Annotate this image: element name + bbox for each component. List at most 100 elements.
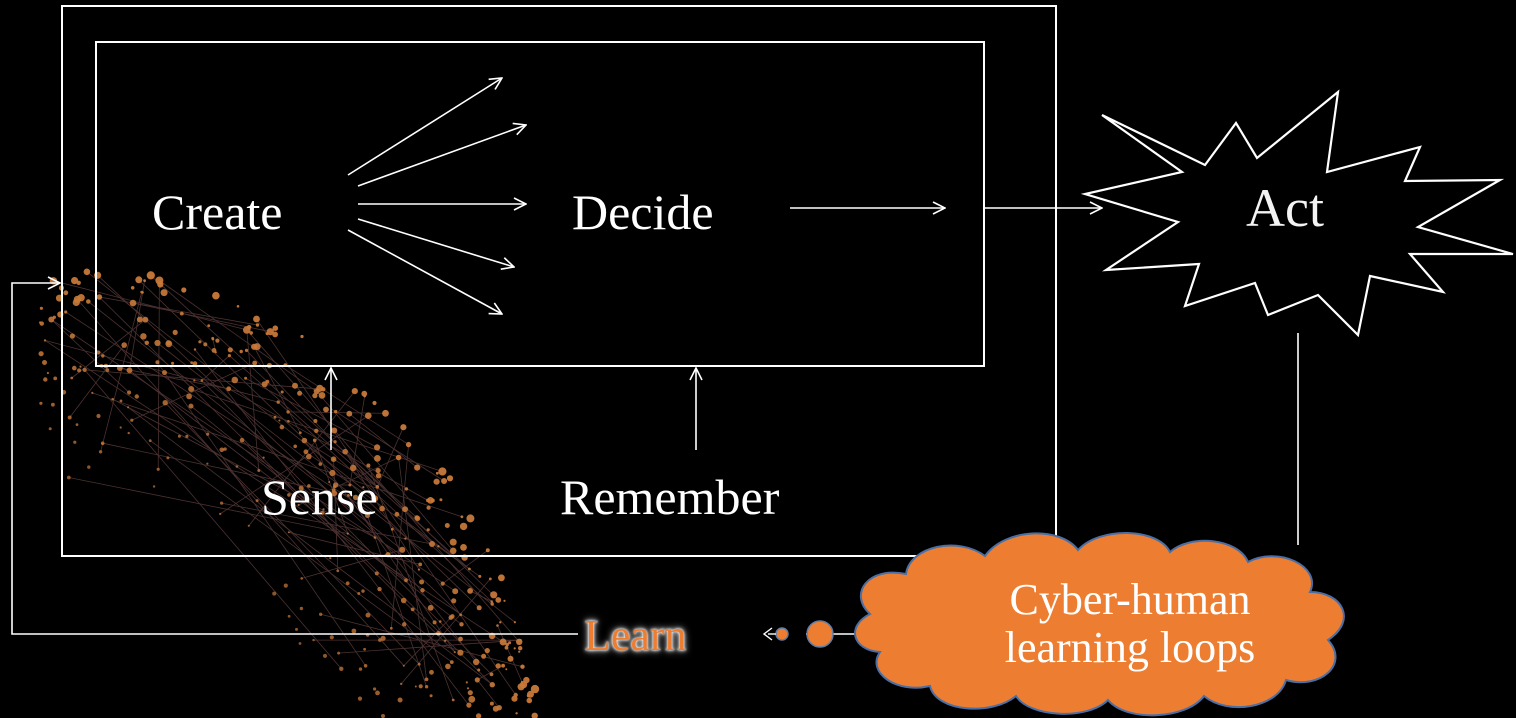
learn-loop-line	[11, 283, 578, 635]
globe-dot	[244, 348, 249, 352]
globe-dot	[142, 316, 149, 323]
globe-dot	[523, 676, 530, 684]
learn-label: Learn	[584, 611, 687, 660]
globe-dot	[226, 386, 232, 392]
globe-dot	[351, 388, 358, 395]
globe-dot	[389, 626, 393, 630]
globe-dot	[119, 399, 123, 403]
globe-dot	[402, 664, 405, 667]
globe-dot	[477, 668, 481, 672]
globe-dot	[414, 464, 421, 471]
globe-link	[53, 280, 247, 331]
globe-link	[44, 340, 504, 643]
globe-link	[100, 292, 143, 452]
globe-dot	[495, 663, 501, 669]
globe-dot	[400, 597, 407, 604]
globe-dot	[492, 705, 499, 712]
globe-dot	[426, 528, 430, 532]
globe-dot	[298, 485, 304, 491]
globe-dot	[365, 412, 372, 420]
act-starburst	[1080, 89, 1514, 338]
globe-dot	[280, 390, 284, 394]
globe-dot	[400, 682, 403, 686]
globe-dot	[198, 340, 202, 344]
globe-dot	[375, 690, 380, 696]
globe-dot	[215, 338, 220, 343]
globe-dot	[206, 462, 209, 465]
globe-dot	[279, 424, 285, 430]
globe-dot	[513, 647, 516, 650]
globe-link	[201, 355, 230, 381]
globe-link	[44, 340, 279, 403]
globe-dot	[505, 668, 508, 671]
globe-dot	[526, 694, 531, 698]
globe-dot	[82, 367, 87, 372]
globe-dot	[468, 567, 471, 571]
globe-dot	[86, 299, 91, 304]
globe-dot	[287, 531, 290, 534]
globe-dot	[526, 697, 533, 704]
globe-dot	[235, 465, 239, 468]
globe-dot	[437, 545, 440, 548]
globe-dot	[433, 478, 440, 485]
globe-dot	[38, 351, 44, 357]
globe-dot	[473, 658, 480, 666]
globe-dot	[424, 677, 429, 682]
globe-dot	[452, 588, 459, 595]
globe-dot	[276, 400, 280, 404]
globe-dot	[75, 423, 79, 426]
globe-link	[285, 364, 409, 445]
globe-dot	[478, 574, 482, 578]
globe-dot	[272, 325, 279, 332]
globe-dot	[488, 577, 492, 581]
globe-link	[92, 392, 463, 518]
globe-dot	[365, 612, 371, 618]
globe-dot	[451, 698, 455, 702]
globe-dot	[373, 536, 377, 539]
globe-dot	[252, 360, 258, 366]
globe-dot	[66, 475, 71, 480]
globe-dot	[369, 511, 372, 514]
globe-dot	[374, 444, 381, 451]
globe-dot	[72, 365, 77, 371]
globe-dot	[418, 562, 423, 567]
globe-dot	[466, 514, 475, 523]
globe-dot	[475, 713, 482, 718]
globe-dot	[466, 702, 472, 708]
globe-link	[119, 367, 229, 390]
globe-dot	[417, 568, 421, 571]
globe-dot	[420, 588, 425, 593]
globe-dot	[255, 499, 259, 503]
globe-dot	[459, 613, 463, 617]
globe-link	[349, 413, 418, 468]
globe-dot	[371, 495, 379, 502]
globe-dot	[394, 511, 400, 517]
globe-dot	[365, 513, 370, 519]
cloud-callout-line1: Cyber-human	[1009, 575, 1251, 624]
globe-dot	[83, 268, 91, 276]
globe-dot	[239, 437, 245, 443]
globe-dot	[273, 415, 277, 419]
globe-dot	[402, 506, 408, 513]
globe-dot	[76, 280, 81, 285]
globe-dot	[111, 397, 114, 401]
globe-dot	[490, 591, 498, 599]
globe-dot	[476, 605, 482, 611]
create-fan-arrows	[347, 78, 526, 314]
globe-dot	[162, 400, 168, 406]
globe-link	[400, 578, 491, 685]
globe-link	[248, 390, 356, 527]
globe-dot	[121, 342, 127, 348]
globe-dot	[507, 655, 514, 662]
globe-dot	[203, 342, 208, 347]
globe-dot	[130, 418, 134, 422]
globe-dot	[357, 592, 361, 595]
globe-dot	[331, 488, 336, 493]
globe-link	[149, 440, 453, 663]
globe-link	[304, 440, 378, 488]
globe-dot	[96, 413, 101, 419]
globe-dot	[64, 310, 68, 314]
globe-dot	[298, 431, 302, 435]
globe-dot	[257, 469, 261, 472]
